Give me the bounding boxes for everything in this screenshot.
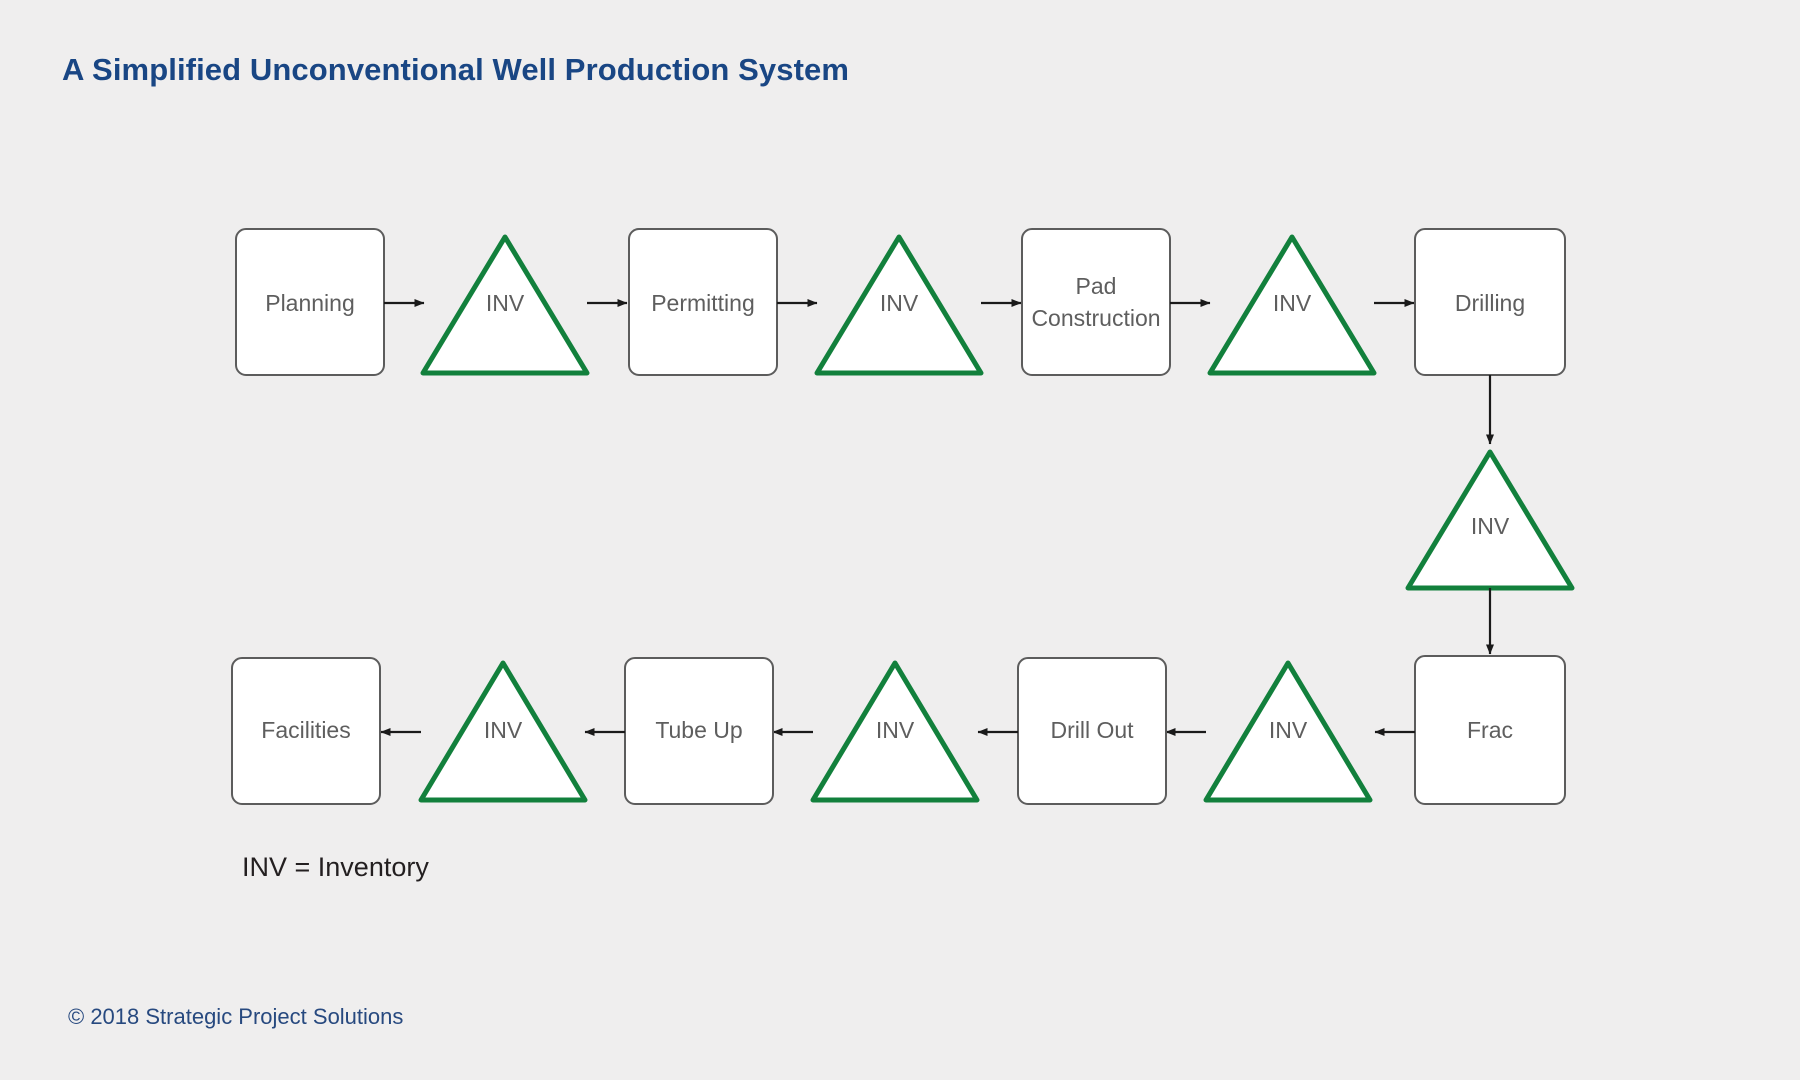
node-label: Tube Up <box>655 717 742 743</box>
node-label-line2: Construction <box>1031 305 1160 331</box>
process-box-facilities[interactable] <box>231 657 381 805</box>
node-label-line1: Pad <box>1076 273 1117 299</box>
node-planning[interactable]: Planning <box>235 228 385 376</box>
node-label: INV <box>1269 717 1308 743</box>
node-facilities[interactable]: Facilities <box>231 657 381 805</box>
node-permitting[interactable]: Permitting <box>628 228 778 376</box>
node-label: INV <box>876 717 915 743</box>
node-inventory-4[interactable]: INV <box>1405 449 1575 591</box>
node-tube-up[interactable]: Tube Up <box>624 657 774 805</box>
legend-inventory-abbreviation: INV = Inventory <box>242 852 429 882</box>
inventory-triangle[interactable] <box>814 234 984 376</box>
node-label: Permitting <box>651 290 755 316</box>
node-inventory-2[interactable]: INV <box>814 234 984 376</box>
node-label: INV <box>1273 290 1312 316</box>
inventory-triangle[interactable] <box>810 660 980 803</box>
inventory-triangle[interactable] <box>420 234 590 376</box>
inventory-triangle[interactable] <box>1207 234 1377 376</box>
node-pad-construction[interactable]: Pad Construction <box>1021 228 1171 376</box>
node-label: Facilities <box>261 717 350 743</box>
node-label: INV <box>880 290 919 316</box>
page-title: A Simplified Unconventional Well Product… <box>62 52 849 87</box>
node-inventory-3[interactable]: INV <box>1207 234 1377 376</box>
node-label: Frac <box>1467 717 1513 743</box>
node-label: INV <box>486 290 525 316</box>
node-drilling[interactable]: Drilling <box>1414 228 1566 376</box>
node-inventory-5[interactable]: INV <box>1203 660 1373 803</box>
node-frac[interactable]: Frac <box>1414 655 1566 805</box>
node-label: Planning <box>265 290 355 316</box>
inventory-triangle[interactable] <box>1203 660 1373 803</box>
process-box-pad-construction[interactable] <box>1021 228 1171 376</box>
node-label: Drilling <box>1455 290 1525 316</box>
node-label: INV <box>484 717 523 743</box>
node-drill-out[interactable]: Drill Out <box>1017 657 1167 805</box>
node-label: Drill Out <box>1050 717 1134 743</box>
inventory-triangle[interactable] <box>418 660 588 803</box>
copyright-footer: © 2018 Strategic Project Solutions <box>68 1004 404 1029</box>
node-label: INV <box>1471 513 1510 539</box>
node-inventory-7[interactable]: INV <box>418 660 588 803</box>
node-inventory-1[interactable]: INV <box>420 234 590 376</box>
process-box-frac[interactable] <box>1414 655 1566 805</box>
node-inventory-6[interactable]: INV <box>810 660 980 803</box>
